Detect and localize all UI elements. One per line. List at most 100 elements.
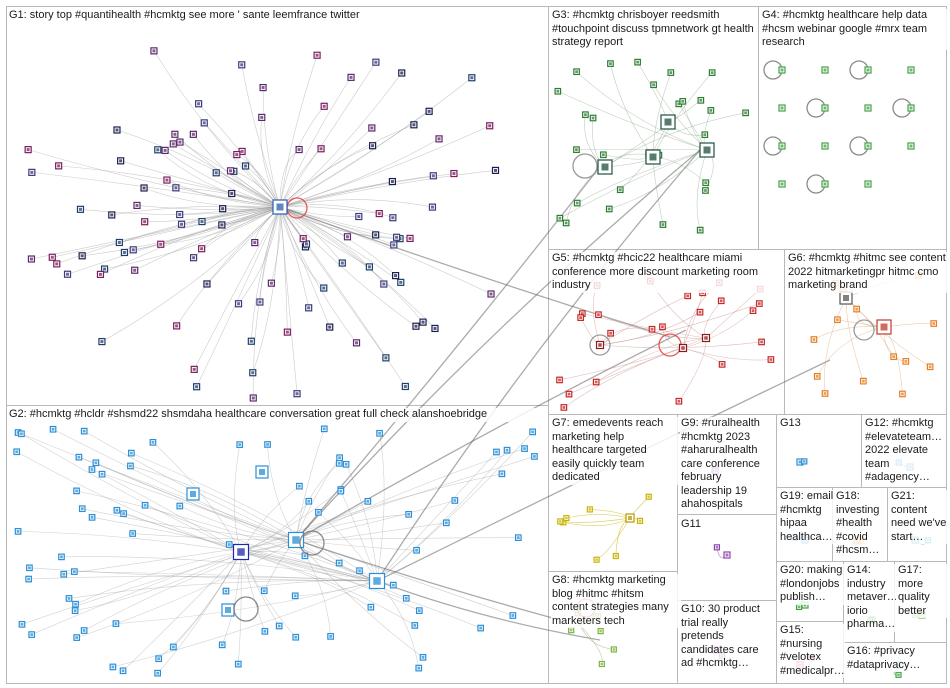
node-icon: [414, 324, 418, 328]
edge: [198, 103, 281, 208]
node-icon: [647, 495, 650, 498]
node-icon: [797, 605, 801, 609]
node-icon: [20, 622, 24, 626]
edge: [576, 71, 708, 151]
group-label-g3: G3: #hcmktg chrisboyer reedsmith #touchp…: [551, 9, 758, 50]
edge: [883, 326, 903, 394]
edge: [376, 431, 533, 582]
node-icon: [322, 427, 326, 431]
node-icon: [366, 499, 370, 503]
node-icon: [16, 530, 20, 533]
edge: [63, 539, 297, 575]
group-label-g5: G5: #hcmktg #hcic22 healthcare miami con…: [551, 252, 783, 293]
edge: [682, 310, 754, 349]
node-icon: [240, 63, 244, 67]
edge: [143, 187, 281, 208]
node-icon: [575, 201, 579, 205]
edge: [376, 580, 601, 641]
edge: [295, 457, 340, 541]
edge: [279, 127, 373, 208]
node-icon: [500, 472, 504, 476]
edge: [557, 90, 708, 151]
node-icon: [373, 577, 381, 585]
node-icon: [579, 316, 583, 319]
node-icon: [122, 250, 126, 254]
node-icon: [374, 233, 378, 237]
node-icon: [340, 261, 344, 265]
node-icon: [558, 378, 561, 382]
edge: [241, 64, 281, 208]
node-icon: [133, 268, 137, 272]
edge: [240, 551, 407, 599]
edge: [279, 62, 377, 208]
node-icon: [338, 456, 342, 460]
node-icon: [584, 113, 587, 117]
node-icon: [612, 648, 616, 651]
node-icon: [698, 310, 702, 314]
edge: [576, 148, 708, 151]
node-icon: [115, 128, 119, 132]
node-icon: [430, 205, 434, 209]
edge: [704, 300, 722, 339]
node-icon: [357, 215, 361, 219]
node-icon: [892, 355, 896, 359]
edge: [598, 314, 707, 339]
edge: [279, 173, 454, 208]
edge: [279, 138, 440, 208]
edge: [52, 428, 378, 582]
node-icon: [129, 464, 132, 468]
node-icon: [30, 170, 34, 174]
node-icon: [249, 339, 253, 343]
node-icon: [823, 68, 827, 72]
edge: [75, 551, 242, 605]
node-icon: [628, 516, 632, 520]
edge: [295, 149, 701, 541]
node-icon: [135, 203, 139, 207]
edge: [259, 206, 281, 303]
node-icon: [221, 207, 225, 211]
node-icon: [757, 302, 761, 305]
edge: [279, 206, 387, 359]
node-icon: [251, 396, 255, 400]
edge: [295, 448, 525, 541]
node-icon: [200, 220, 204, 224]
edge: [560, 517, 631, 523]
edge: [225, 580, 378, 592]
edge: [100, 206, 281, 275]
edge: [279, 77, 352, 208]
node-icon: [298, 484, 301, 488]
node-icon: [131, 248, 135, 252]
g5-loop-2: [589, 334, 611, 356]
edge: [279, 206, 671, 338]
node-icon: [73, 609, 77, 613]
node-icon: [294, 635, 298, 639]
node-icon: [932, 322, 936, 325]
node-icon: [371, 144, 375, 148]
node-icon: [562, 406, 566, 409]
edge: [196, 206, 281, 387]
node-icon: [928, 365, 932, 369]
node-icon: [297, 148, 301, 152]
node-icon: [266, 443, 269, 446]
node-icon: [337, 461, 341, 465]
group-label-g14: G14: industry metaver… iorio pharma…: [846, 564, 896, 632]
node-icon: [15, 450, 19, 454]
edge: [104, 206, 281, 270]
node-icon: [322, 286, 326, 290]
edge: [193, 206, 281, 370]
edge: [682, 292, 703, 349]
node-icon: [598, 343, 602, 347]
node-icon: [661, 325, 664, 329]
node-icon: [77, 455, 81, 459]
edge: [295, 580, 378, 597]
node-icon: [594, 380, 598, 384]
node-icon: [588, 508, 592, 511]
node-icon: [704, 336, 708, 340]
node-icon: [110, 213, 114, 217]
node-icon: [237, 302, 241, 306]
edge: [31, 172, 281, 208]
node-icon: [263, 629, 267, 633]
node-icon: [511, 614, 515, 617]
node-icon: [780, 182, 784, 186]
edge: [577, 149, 708, 204]
